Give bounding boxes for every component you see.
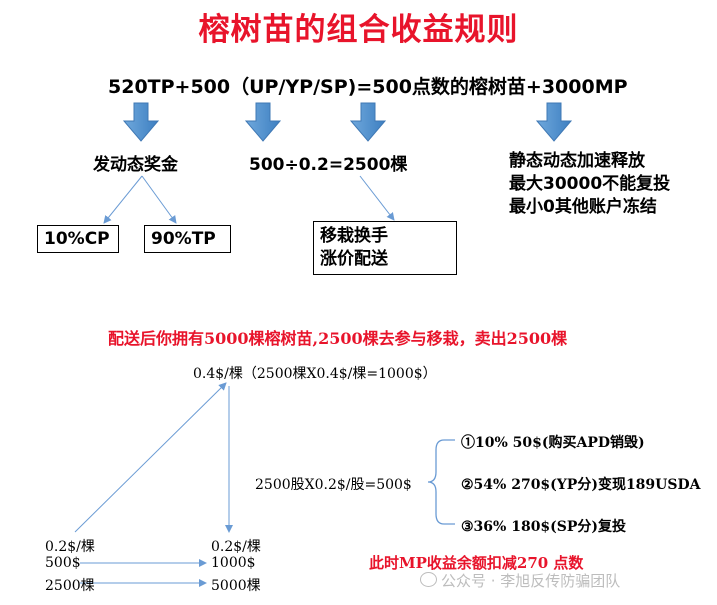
allocation-item-2: ②54% 270$(YP分)变现189USDA <box>461 477 701 493</box>
down-arrow-2 <box>244 102 282 142</box>
right-amount: 1000$ <box>211 555 256 571</box>
allocation-item-1: ①10% 50$(购买APD销毁) <box>461 435 645 451</box>
brace <box>427 439 455 525</box>
shares-calc: 2500股X0.2$/股=500$ <box>255 477 412 493</box>
right-count: 5000棵 <box>211 578 261 594</box>
tp-box: 90%TP <box>144 225 231 253</box>
left-amount: 500$ <box>45 555 81 571</box>
watermark: 公众号 · 李旭反传防骗团队 <box>420 570 620 591</box>
dynamic-bonus-label: 发动态奖金 <box>93 155 178 175</box>
left-count: 2500棵 <box>45 578 95 594</box>
formula: 520TP+500（UP/YP/SP)=500点数的榕树苗+3000MP <box>108 76 628 98</box>
static-line-2: 最大30000不能复投 <box>509 174 671 194</box>
middle-note: 配送后你拥有5000棵榕树苗,2500棵去参与移栽，卖出2500棵 <box>108 329 568 348</box>
down-arrow-1 <box>122 102 160 142</box>
transplant-line-1: 移栽换手 <box>320 226 388 246</box>
split-line-tp <box>141 175 177 224</box>
peak-price: 0.4$/棵（2500棵X0.4$/棵=1000$） <box>193 366 437 382</box>
static-release-text: 静态动态加速释放 最大30000不能复投 最小0其他账户冻结 <box>509 150 670 219</box>
transplant-box: 移栽换手 涨价配送 <box>313 221 457 275</box>
calc-to-transplant-line <box>359 175 395 221</box>
static-line-3: 最小0其他账户冻结 <box>509 197 657 217</box>
allocation-item-3: ③36% 180$(SP分)复投 <box>461 519 627 535</box>
static-line-1: 静态动态加速释放 <box>509 151 645 171</box>
split-line-cp <box>103 175 143 224</box>
transplant-line-2: 涨价配送 <box>320 249 388 269</box>
watermark-text: 公众号 · 李旭反传防骗团队 <box>441 572 621 590</box>
down-arrow-4 <box>535 102 573 142</box>
left-price: 0.2$/棵 <box>45 539 95 555</box>
down-arrow-3 <box>349 102 387 142</box>
right-price: 0.2$/棵 <box>211 539 261 555</box>
page-title: 榕树苗的组合收益规则 <box>198 12 519 48</box>
rise-line <box>74 382 227 533</box>
mp-deduction-note: 此时MP收益余额扣减270 点数 <box>369 554 584 572</box>
calc-label: 500÷0.2=2500棵 <box>249 155 408 175</box>
wechat-icon <box>420 572 437 587</box>
cp-box: 10%CP <box>37 225 119 253</box>
